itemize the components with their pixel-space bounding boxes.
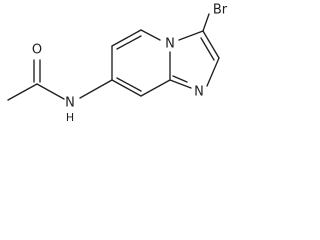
bond-carbonyl-to-amide-n [36, 83, 65, 100]
imidazole-bond-c2-n1 [206, 57, 220, 87]
imidazole-double-n1-c8a-inner [172, 75, 188, 83]
ring-bond-c7-c8 [111, 79, 142, 97]
amide-hydrogen-label: H [66, 111, 74, 124]
bond-c3-to-bromine [202, 13, 210, 32]
imidazole-double-c3-c2-inner [200, 37, 215, 61]
bromine-label: Br [213, 3, 228, 18]
bridge-nitrogen-label: N [165, 37, 175, 52]
ring-bond-n4-c5 [140, 29, 161, 41]
imidazole-bond-n1-c8a [169, 79, 192, 89]
imidazole-nitrogen-label: N [194, 85, 204, 100]
ring-bond-c5-c6 [111, 29, 142, 47]
imidazole-bond-n4-c3 [178, 30, 204, 41]
molecule-drawing: O N H N N Br [7, 3, 228, 124]
imidazole-bond-c3-c2 [202, 30, 220, 59]
oxygen-label: O [32, 43, 42, 58]
amide-nitrogen-label: N [65, 96, 75, 111]
bond-amide-n-to-ring [79, 79, 113, 99]
ring-double-c5-c6-inner [116, 35, 142, 50]
chemical-structure-canvas: O N H N N Br [0, 0, 241, 138]
ring-bond-c8-c8a [140, 79, 171, 97]
ring-double-c7-c8-inner [116, 77, 142, 92]
bond-methyl-to-carbonyl [7, 83, 38, 101]
